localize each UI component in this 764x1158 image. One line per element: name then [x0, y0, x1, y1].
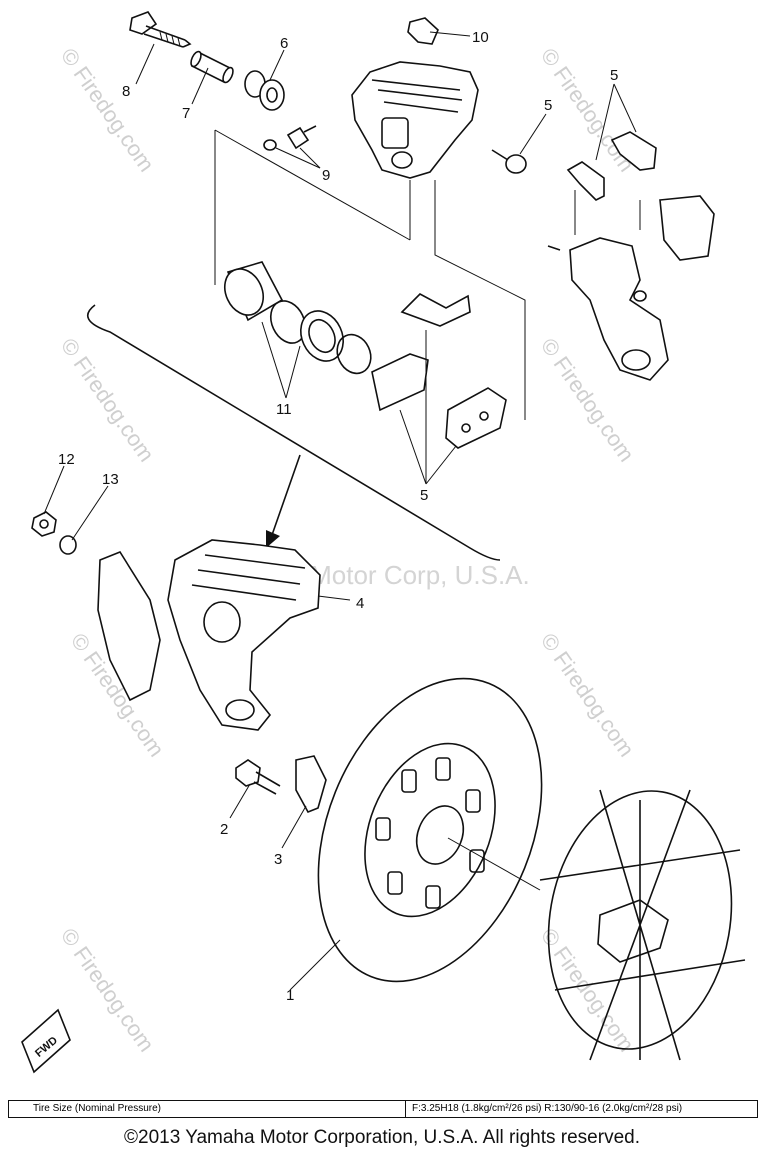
watermark: © Firedog.com: [56, 924, 159, 1057]
caliper-assembly-part-4: [97, 539, 321, 731]
tire-size-label: Tire Size (Nominal Pressure): [9, 1101, 406, 1117]
callout-label: 5: [420, 487, 428, 504]
tire-size-value: F:3.25H18 (1.8kg/cm²/26 psi) R:130/90-16…: [412, 1103, 683, 1114]
callout-label: 5: [544, 97, 552, 114]
caliper-body-exploded: [351, 61, 479, 179]
callout-label: 6: [280, 35, 288, 52]
bolt-part-5: [491, 149, 527, 174]
clip-part-10: [407, 17, 439, 45]
callout-label: 5: [610, 67, 618, 84]
callout-label: 3: [274, 851, 282, 868]
lock-plate-part-3: [295, 755, 327, 814]
leader-lines: [43, 31, 637, 991]
nut-part-12: [31, 511, 57, 537]
brake-disc-part-1: [317, 677, 543, 983]
callout-label: 11: [276, 401, 292, 418]
callout-label: 9: [322, 167, 330, 184]
piston-part-11: [223, 261, 372, 375]
callout-label: 1: [286, 987, 294, 1004]
bleed-screw-part-9: [263, 125, 317, 151]
pad-spring-part-5: [566, 131, 657, 201]
bolt-part-2: [235, 759, 281, 795]
copyright-notice: ©2013 Yamaha Motor Corporation, U.S.A. A…: [124, 1127, 640, 1148]
callout-label: 8: [122, 83, 130, 100]
washer-part-13: [59, 535, 77, 555]
assembly-arrowhead: [266, 530, 280, 548]
wheel-hub: [539, 789, 746, 1061]
caliper-bracket-exploded: [547, 195, 715, 381]
callout-label: 4: [356, 595, 364, 612]
fwd-indicator: FWD: [21, 1008, 71, 1074]
assembly-arrow: [271, 454, 301, 536]
boot-part-6: [244, 70, 285, 111]
watermark: © Firedog.com: [536, 629, 639, 762]
callout-label: 2: [220, 821, 228, 838]
callout-label: 10: [472, 29, 489, 46]
watermark: © Firedog.com: [56, 44, 159, 177]
exploded-guide-lines: [214, 129, 641, 420]
tire-size-table: Tire Size (Nominal Pressure) F:3.25H18 (…: [8, 1100, 758, 1118]
callout-label: 13: [102, 471, 119, 488]
watermark: © Firedog.com: [56, 334, 159, 467]
callout-label: 12: [58, 451, 75, 468]
sleeve-part-7: [190, 50, 234, 84]
callout-label: 7: [182, 105, 190, 122]
brake-pad-part-5: [371, 293, 507, 449]
callout-labels: 1 2 3 4 5 5 5 5 6 7 8 9 10 11 12 13: [58, 29, 618, 1004]
group-separator-line: [86, 304, 501, 561]
bolt-part-8: [129, 11, 192, 48]
